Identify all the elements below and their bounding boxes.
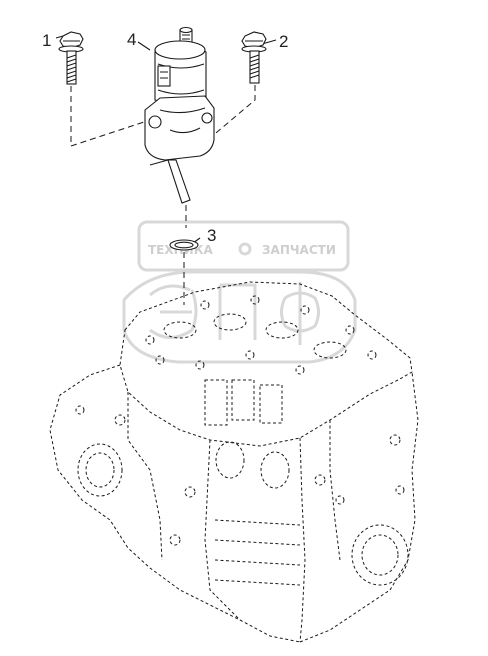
solenoid (137, 26, 215, 228)
watermark-banner (137, 220, 350, 272)
callout-2: 2 (279, 32, 288, 51)
bolt-right (209, 31, 277, 139)
watermark-logo (122, 270, 357, 364)
gear-icon (238, 242, 252, 256)
callout-3: 3 (207, 226, 216, 245)
bolt-left (55, 31, 84, 146)
callout-1: 1 (42, 31, 51, 50)
callout-4: 4 (127, 30, 136, 49)
o-ring (169, 237, 201, 305)
engine-block (49, 281, 419, 643)
watermark-right-text: ЗАПЧАСТИ (262, 243, 336, 257)
